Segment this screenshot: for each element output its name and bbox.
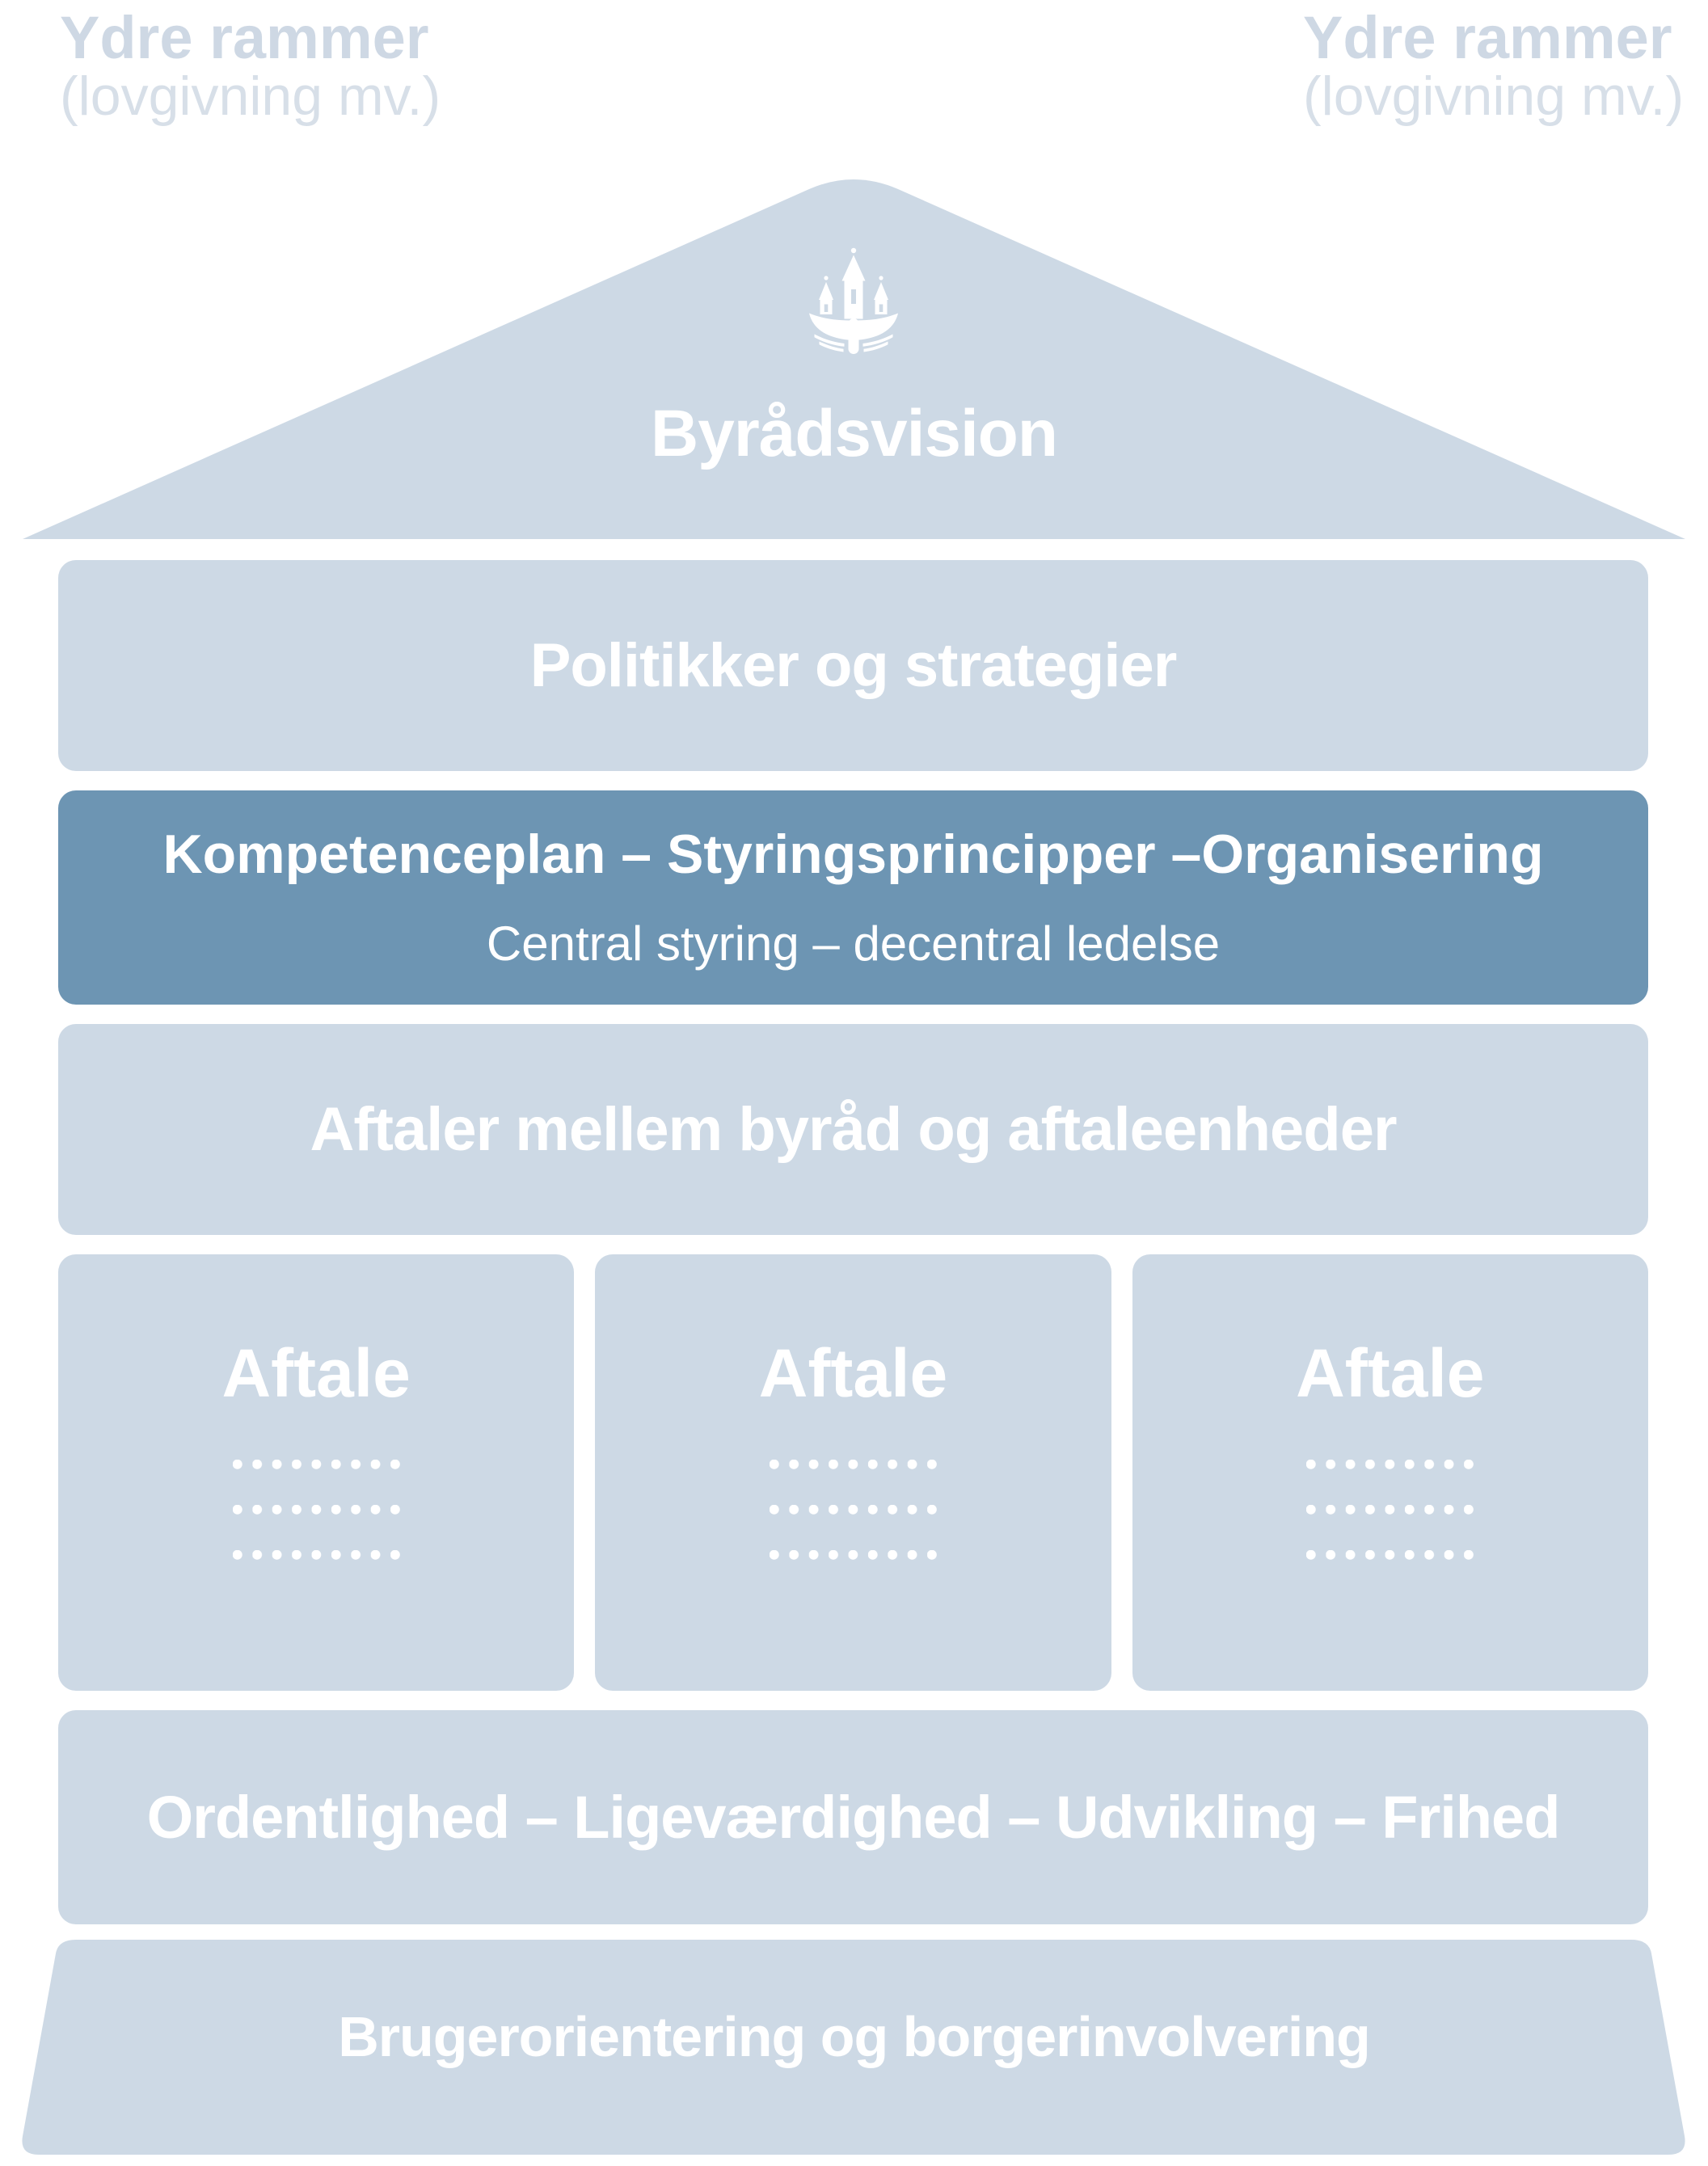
outer-frame-title: Ydre rammer [1303,4,1672,71]
aftale-box-title: Aftale [1296,1335,1485,1411]
aftale-box-1: Aftale [58,1254,575,1691]
placeholder-dots [769,1460,937,1560]
outer-frame-subtitle: (lovgivning mv.) [60,65,441,127]
band-agreements: Aftaler mellem byråd og aftaleenheder [58,1024,1648,1235]
placeholder-dots [1306,1460,1474,1560]
band-heading: Aftaler mellem byråd og aftaleenheder [310,1094,1397,1164]
band-competence-plan: Kompetenceplan – Styringsprincipper –Org… [58,790,1648,1005]
castle-waves-icon [809,247,898,354]
aftale-box-title: Aftale [221,1335,411,1411]
outer-frame-label-left: Ydre rammer (lovgivning mv.) [60,4,441,127]
outer-frame-title: Ydre rammer [60,4,429,71]
roof-vision-title: Byrådsvision [651,397,1058,470]
aftale-box-3: Aftale [1132,1254,1648,1691]
band-core-values: Ordentlighed – Ligeværdighed – Udvikling… [58,1710,1648,1924]
roof-triangle [23,179,1685,539]
aftale-box-title: Aftale [758,1335,948,1411]
aftale-box-2: Aftale [595,1254,1111,1691]
outer-frame-label-right: Ydre rammer (lovgivning mv.) [1303,4,1685,127]
outer-frame-subtitle: (lovgivning mv.) [1303,65,1685,127]
competence-title: Kompetenceplan – Styringsprincipper –Org… [162,824,1544,885]
band-politics-strategies: Politikker og strategier [58,560,1648,771]
aftale-boxes-row: Aftale Aftale Aftale [58,1254,1648,1691]
placeholder-dots [232,1460,400,1560]
base-trapezoid [22,1940,1685,2155]
base-user-orientation-label: Brugerorientering og borgerinvolvering [338,2005,1371,2068]
band-heading: Politikker og strategier [529,630,1178,700]
competence-subtitle: Central styring – decentral ledelse [486,917,1221,971]
band-heading: Ordentlighed – Ligeværdighed – Udvikling… [146,1783,1561,1851]
